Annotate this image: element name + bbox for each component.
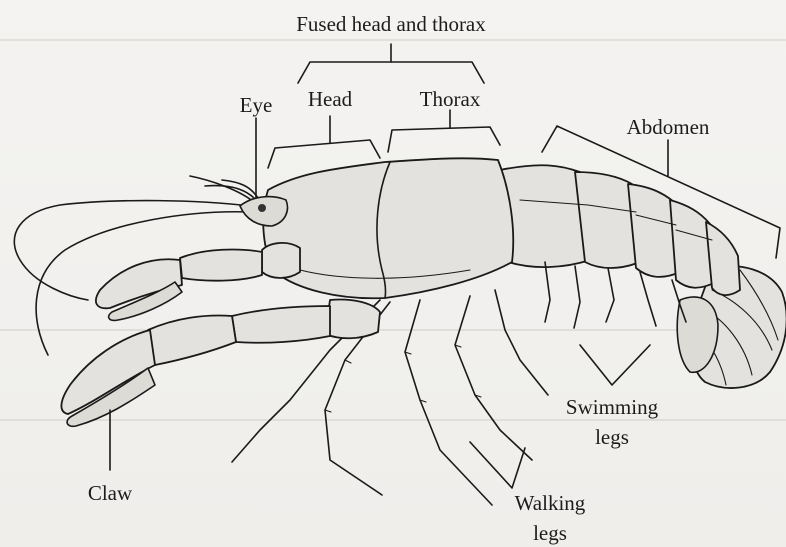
- crayfish-illustration: [14, 158, 786, 505]
- label-claw: Claw: [88, 481, 133, 505]
- walking-legs-leader: [470, 442, 525, 488]
- head-bracket: [268, 140, 380, 168]
- label-abdomen: Abdomen: [627, 115, 710, 139]
- label-thorax: Thorax: [420, 87, 481, 111]
- label-swimming: Swimming: [566, 395, 659, 419]
- eye-region: [240, 197, 287, 226]
- label-head: Head: [308, 87, 353, 111]
- abdomen-segments: [500, 165, 740, 295]
- label-walking-legs: legs: [533, 521, 567, 545]
- label-fused-head-thorax: Fused head and thorax: [296, 12, 486, 36]
- label-swimming-legs: legs: [595, 425, 629, 449]
- carapace: [263, 158, 513, 298]
- eye-dot: [258, 204, 266, 212]
- fused-bracket: [298, 62, 484, 83]
- swimming-legs-leader: [580, 345, 650, 385]
- label-walking: Walking: [515, 491, 586, 515]
- label-eye: Eye: [240, 93, 273, 117]
- thorax-bracket: [388, 127, 500, 152]
